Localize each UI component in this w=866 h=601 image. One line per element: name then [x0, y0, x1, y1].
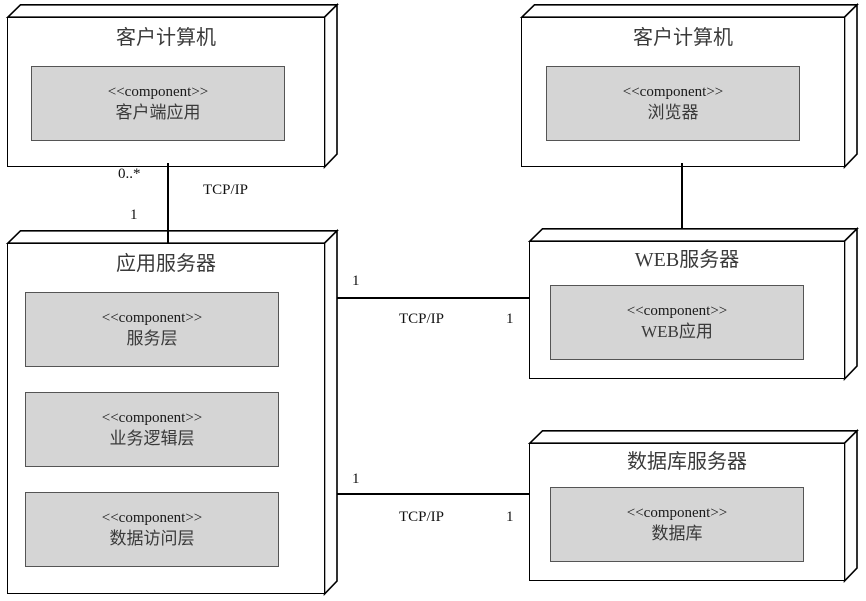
- component-box[interactable]: <<component>> 客户端应用: [31, 66, 285, 141]
- component-stereotype: <<component>>: [101, 410, 203, 426]
- component-stereotype: <<component>>: [626, 505, 728, 521]
- component-stereotype: <<component>>: [622, 84, 724, 100]
- connector-protocol-label: TCP/IP: [399, 311, 445, 327]
- node-title: 客户计算机: [633, 27, 733, 49]
- connector-protocol-label: TCP/IP: [203, 182, 249, 198]
- connector-protocol-label: TCP/IP: [399, 509, 445, 525]
- component-box[interactable]: <<component>> 业务逻辑层: [25, 392, 279, 467]
- component-name: 浏览器: [647, 103, 699, 122]
- component-box[interactable]: <<component>> 数据访问层: [25, 492, 279, 567]
- connector-multiplicity-target: 1: [130, 207, 138, 223]
- component-box[interactable]: <<component>> 浏览器: [546, 66, 800, 141]
- node-title: 客户计算机: [116, 27, 216, 49]
- connector-multiplicity-target: 1: [506, 509, 514, 525]
- connector-browser-to-webserver[interactable]: [681, 163, 683, 229]
- node-title: 应用服务器: [116, 253, 216, 275]
- connector-multiplicity-source: 1: [352, 273, 360, 289]
- component-stereotype: <<component>>: [101, 510, 203, 526]
- component-box[interactable]: <<component>> WEB应用: [550, 285, 804, 360]
- component-name: 业务逻辑层: [109, 429, 195, 448]
- node-application-server[interactable]: 应用服务器 <<component>> 服务层 <<component>> 业务…: [5, 228, 345, 596]
- component-name: 客户端应用: [115, 103, 201, 122]
- component-name: 数据库: [651, 524, 703, 543]
- component-name: WEB应用: [641, 322, 713, 341]
- component-stereotype: <<component>>: [107, 84, 209, 100]
- connector-multiplicity-source: 0..*: [118, 166, 141, 182]
- node-title: WEB服务器: [634, 249, 740, 271]
- connector-appserver-to-dbserver[interactable]: [337, 493, 530, 495]
- node-database-server[interactable]: 数据库服务器 <<component>> 数据库: [527, 428, 859, 583]
- connector-appserver-to-webserver[interactable]: [337, 297, 530, 299]
- component-name: 服务层: [126, 329, 178, 348]
- component-box[interactable]: <<component>> 服务层: [25, 292, 279, 367]
- connector-client-to-appserver[interactable]: [167, 163, 169, 244]
- node-web-server[interactable]: WEB服务器 <<component>> WEB应用: [527, 226, 859, 381]
- component-stereotype: <<component>>: [626, 303, 728, 319]
- node-client-computer-browser[interactable]: 客户计算机 <<component>> 浏览器: [519, 2, 859, 169]
- connector-multiplicity-target: 1: [506, 311, 514, 327]
- component-name: 数据访问层: [109, 529, 195, 548]
- component-stereotype: <<component>>: [101, 310, 203, 326]
- connector-multiplicity-source: 1: [352, 471, 360, 487]
- node-client-computer-app[interactable]: 客户计算机 <<component>> 客户端应用: [5, 2, 339, 169]
- component-box[interactable]: <<component>> 数据库: [550, 487, 804, 562]
- node-title: 数据库服务器: [627, 451, 747, 473]
